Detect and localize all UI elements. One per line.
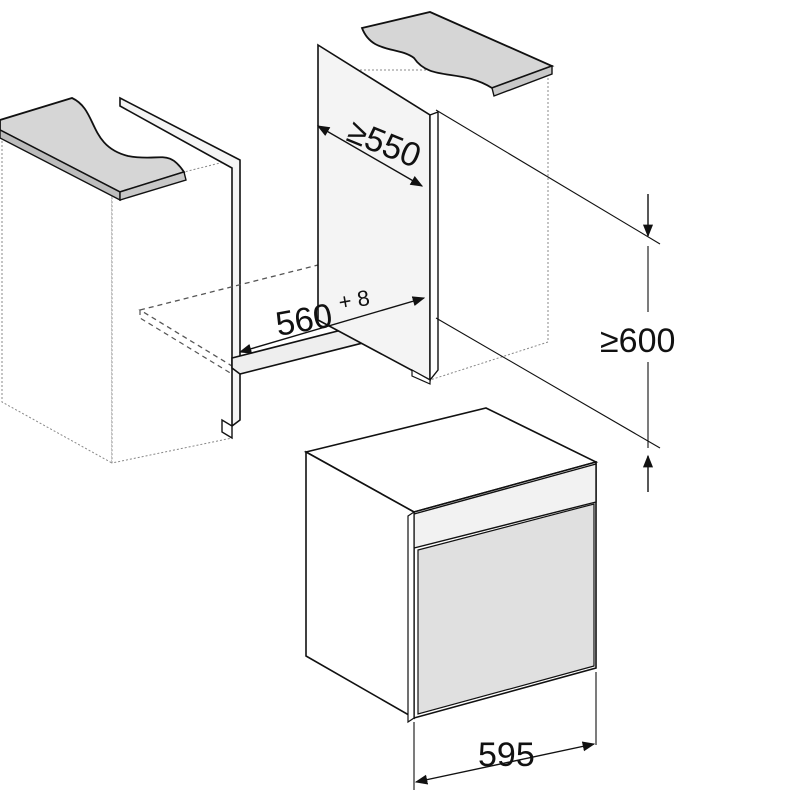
oven-appliance [303,407,599,724]
left-worktop [0,97,187,202]
dimension-appliance-width: 595 [413,672,597,790]
niche-width-tolerance: + 8 [337,285,372,315]
dimension-niche-width: 560 + 8 [238,285,426,354]
dimension-height: ≥600 [435,109,675,492]
right-cabinet [317,11,555,385]
right-worktop [360,11,555,97]
appliance-width-label: 595 [478,736,535,774]
height-label: ≥600 [600,322,675,360]
oven-door [417,503,595,715]
left-cabinet [0,96,241,464]
